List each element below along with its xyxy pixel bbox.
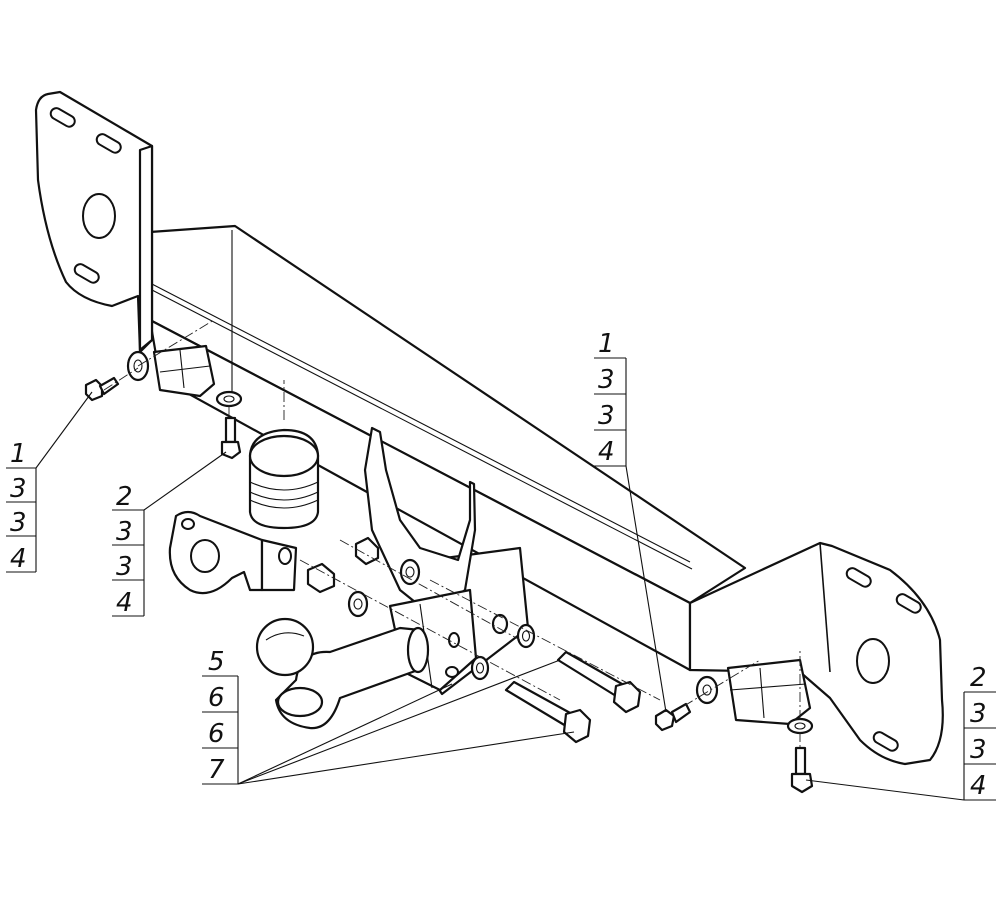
left-mounting-bracket xyxy=(34,90,154,354)
callout-left-vertical-bolt-3: 3 xyxy=(116,552,133,582)
callout-tow-ball-group-4: 7 xyxy=(208,755,225,785)
callout-tow-ball-group-2: 6 xyxy=(208,683,225,713)
washer-right-bottom xyxy=(786,717,814,735)
washer-upper xyxy=(399,558,421,586)
callout-center-right-bolt: 1 3 3 4 xyxy=(594,329,667,713)
callout-right-vertical-bolt-3: 3 xyxy=(970,735,987,765)
callout-left-bolt-1: 1 xyxy=(10,439,27,469)
callout-left-vertical-bolt-2: 3 xyxy=(116,517,133,547)
callout-center-right-bolt-3: 3 xyxy=(598,401,615,431)
crossbar-beam xyxy=(148,224,747,672)
callout-left-vertical-bolt: 2 3 3 4 xyxy=(112,451,227,618)
receiver-pin-hole xyxy=(448,632,460,648)
left-lower-bracket xyxy=(152,344,216,398)
callout-right-vertical-bolt-2: 3 xyxy=(970,699,987,729)
washer-receiver xyxy=(470,655,490,681)
callout-left-bolt-4: 4 xyxy=(10,544,27,574)
left-plate-slot-bottom xyxy=(73,263,100,284)
bolt-center-horizontal xyxy=(654,702,692,732)
socket-mount-plate xyxy=(168,510,298,595)
callout-tow-ball-group-3: 6 xyxy=(208,719,225,749)
callout-center-right-bolt-2: 3 xyxy=(598,365,615,395)
bolt-left-horizontal xyxy=(84,376,120,402)
right-plate-slot-top xyxy=(845,567,872,588)
callout-center-right-bolt-4: 4 xyxy=(598,437,615,467)
washer-mid xyxy=(347,590,369,618)
nut-lower xyxy=(306,562,336,594)
washer-right-beam xyxy=(695,675,719,705)
right-plate-slot-bottom xyxy=(872,731,899,752)
fasteners xyxy=(126,350,814,735)
bolt-left-vertical xyxy=(220,416,242,460)
callout-tow-ball-group: 5 6 6 7 xyxy=(202,647,575,785)
right-lower-bracket xyxy=(726,658,812,726)
left-plate-slot-top xyxy=(49,107,76,128)
bolt-right-vertical xyxy=(790,746,814,794)
callout-right-vertical-bolt-4: 4 xyxy=(970,771,987,801)
callout-left-bolt-3: 3 xyxy=(10,508,27,538)
assembly-axes xyxy=(103,319,801,748)
receiver-lower-hole xyxy=(445,666,459,678)
right-plate-center-hole xyxy=(856,638,890,684)
long-bolt-lower xyxy=(504,680,592,744)
callout-right-vertical-bolt: 2 3 3 4 xyxy=(805,663,996,801)
nut-upper xyxy=(354,536,380,566)
callout-right-vertical-bolt-1: 2 xyxy=(970,663,987,693)
long-bolt-upper xyxy=(556,650,642,714)
electrical-socket xyxy=(248,428,320,530)
left-plate-center-hole xyxy=(82,193,116,239)
callout-center-right-bolt-1: 1 xyxy=(598,329,615,359)
callout-tow-ball-group-1: 5 xyxy=(208,647,225,677)
callout-left-vertical-bolt-1: 2 xyxy=(116,482,133,512)
callout-left-bolt-2: 3 xyxy=(10,474,27,504)
left-plate-slot-upper xyxy=(95,133,122,154)
right-plate-slot-upper xyxy=(895,593,922,614)
right-mounting-bracket xyxy=(688,541,944,766)
bolts xyxy=(84,376,814,794)
callout-left-vertical-bolt-4: 4 xyxy=(116,588,133,618)
washer-right-a xyxy=(491,613,509,635)
washer-left-bottom xyxy=(215,390,243,408)
washer-right-b xyxy=(516,623,536,649)
tow-ball-assembly xyxy=(255,617,430,730)
callout-left-bolt: 1 3 3 4 xyxy=(6,391,93,574)
tow-ball xyxy=(255,617,315,677)
